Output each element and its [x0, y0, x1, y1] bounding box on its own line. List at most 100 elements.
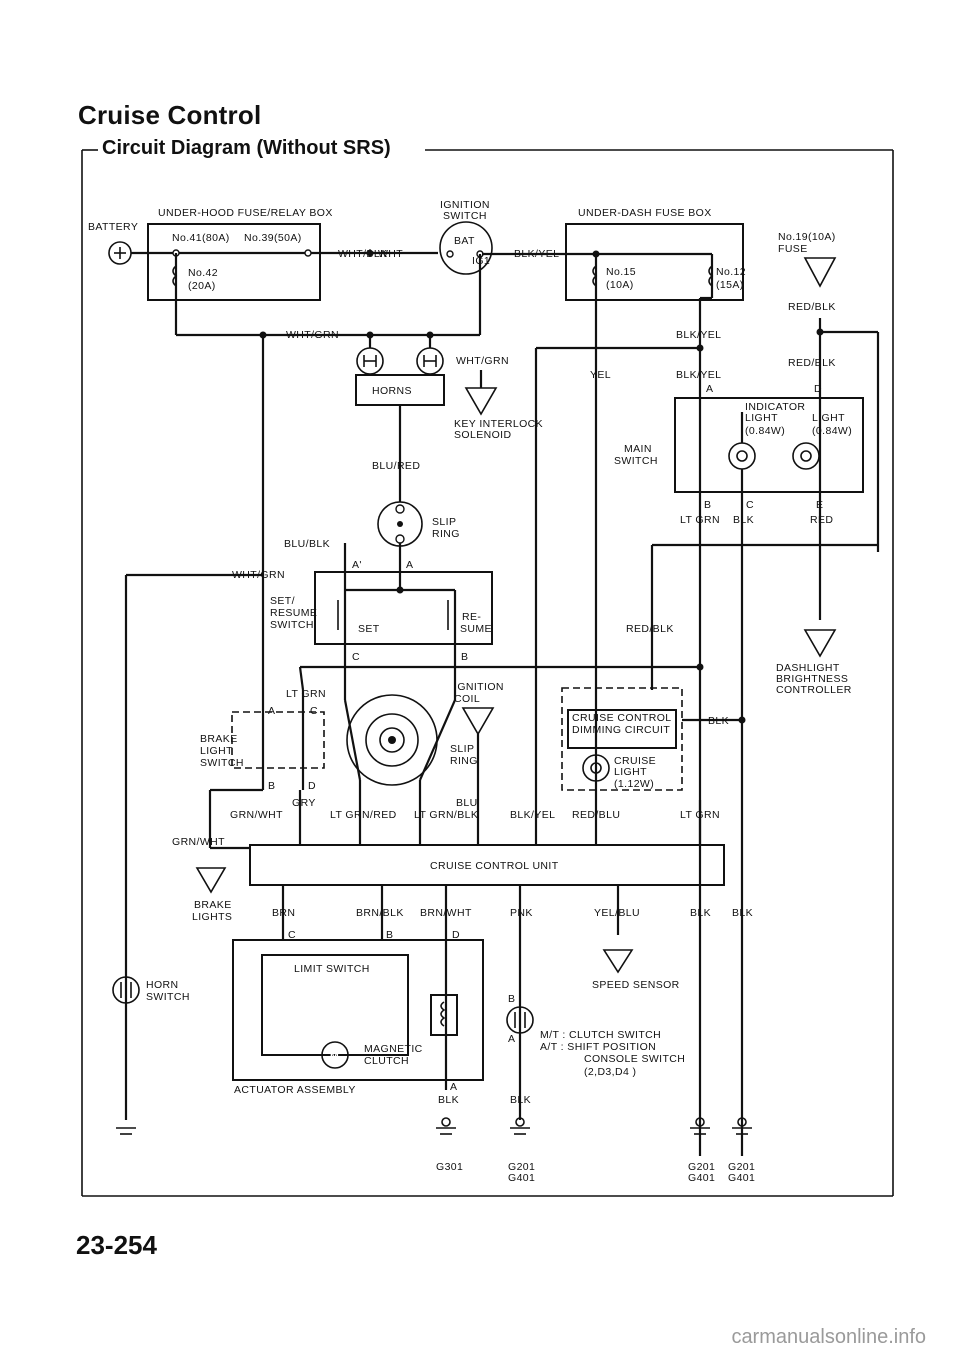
pin-d-label: D: [814, 383, 822, 395]
pin-b2: B: [461, 651, 468, 663]
brake-switch-label-3: SWITCH: [200, 757, 244, 769]
wire-brn: BRN: [272, 907, 295, 919]
wire-lt-grn-1: LT GRN: [680, 514, 720, 526]
wire-grn-wht-1: GRN/WHT: [230, 809, 283, 821]
wire-blk-5: BLK: [438, 1094, 459, 1106]
dashlight-label-2: BRIGHTNESS: [776, 673, 848, 685]
cc-unit-label: CRUISE CONTROL UNIT: [430, 860, 559, 872]
actuator-assembly: [232, 939, 484, 1081]
wire-brn-wht: BRN/WHT: [420, 907, 472, 919]
slip-ring-label: SLIP: [432, 516, 456, 528]
pin-b5: B: [508, 993, 515, 1005]
set-resume-label-3: SWITCH: [270, 619, 314, 631]
dashlight-controller-symbol: [803, 629, 837, 658]
light-dash: [792, 442, 820, 470]
wire-red: RED: [810, 514, 833, 526]
ground-g401-label-1: G401: [508, 1172, 535, 1184]
wire-blu-blk: BLU/BLK: [284, 538, 330, 550]
brake-switch-label-2: LIGHT: [200, 745, 233, 757]
fuse-39-label: No.39(50A): [244, 232, 302, 244]
cruise-light-label-2: LIGHT: [614, 766, 647, 778]
ground-g301: [436, 1117, 456, 1135]
light-label: LIGHT: [812, 412, 845, 424]
clutch-switch: [506, 1006, 534, 1034]
bat-label: BAT: [454, 235, 475, 247]
battery-symbol: [108, 241, 132, 265]
page-number: 23-254: [76, 1230, 157, 1260]
ignition-switch-label-2: SWITCH: [443, 210, 487, 222]
brake-lights-label: BRAKE: [194, 899, 232, 911]
pin-d4: D: [452, 929, 460, 941]
motor: [321, 1041, 349, 1069]
pin-c2: C: [352, 651, 360, 663]
wire-red-blk-1: RED/BLK: [788, 301, 836, 313]
limit-switch-block: [261, 954, 409, 1056]
indicator-light: [728, 442, 756, 470]
ground-g201-label-3: G201: [728, 1161, 755, 1173]
pin-c4: C: [288, 929, 296, 941]
set-resume-label-2: RESUME: [270, 607, 317, 619]
pin-b4: B: [386, 929, 393, 941]
battery-label: BATTERY: [88, 221, 138, 233]
slip-ring: [377, 501, 423, 547]
at-note: A/T : SHIFT POSITION: [540, 1041, 656, 1053]
underdash-fuse-box: [565, 223, 744, 301]
ccdim-label-2: DIMMING CIRCUIT: [572, 724, 670, 736]
pin-b-label: B: [704, 499, 711, 511]
wire-blk-3: BLK: [690, 907, 711, 919]
wire-wht-blk: WHT/BLK: [338, 248, 387, 260]
ground-g401-label-3: G401: [728, 1172, 755, 1184]
brake-lights-symbol: [195, 867, 227, 894]
main-switch-indicator-box: [674, 397, 864, 493]
horn-switch: [112, 976, 140, 1004]
pin-b3: B: [268, 780, 275, 792]
ground-g201-a: [510, 1117, 530, 1135]
fuse-15-label: No.15: [606, 266, 636, 278]
fuse-12-label: No.12: [716, 266, 746, 278]
ground-g201-label-1: G201: [508, 1161, 535, 1173]
ground-g401-label-2: G401: [688, 1172, 715, 1184]
wire-blk-1: BLK: [733, 514, 754, 526]
diagram-frame: [81, 149, 894, 1197]
cruise-light-label: CRUISE: [614, 755, 656, 767]
cruise-control-unit: [249, 844, 725, 886]
speed-sensor-label: SPEED SENSOR: [592, 979, 680, 991]
ground-horn: [116, 1127, 136, 1135]
wire-wht-grn-2: WHT/GRN: [456, 355, 509, 367]
wire-lt-grn-2: LT GRN: [286, 688, 326, 700]
set-label: SET: [358, 623, 380, 635]
indicator-label: INDICATOR: [745, 401, 805, 413]
wire-red-blu: RED/BLU: [572, 809, 620, 821]
horns-label: HORNS: [372, 385, 412, 397]
brake-lights-label-2: LIGHTS: [192, 911, 232, 923]
ignition-switch-label: IGNITION: [440, 199, 490, 211]
actuator-label: ACTUATOR ASSEMBLY: [234, 1084, 356, 1096]
pin-a-label: A: [706, 383, 713, 395]
page-subtitle: Circuit Diagram (Without SRS): [102, 137, 397, 160]
ground-g201-label-2: G201: [688, 1161, 715, 1173]
wire-lt-grn-3: LT GRN: [680, 809, 720, 821]
main-switch-label: MAIN: [624, 443, 652, 455]
pin-a3: A: [268, 705, 275, 717]
wire-blk-yel-4: BLK/YEL: [510, 809, 555, 821]
ignition-coil-symbol: [461, 707, 495, 736]
re-label: RE-: [462, 611, 481, 623]
fuse-19-label: No.19(10A): [778, 231, 836, 243]
wire-blk-2: BLK: [708, 715, 729, 727]
cruise-light: [582, 754, 610, 782]
key-interlock-label-2: SOLENOID: [454, 429, 511, 441]
wire-red-blk-2: RED/BLK: [788, 357, 836, 369]
magnetic-label-2: CLUTCH: [364, 1055, 409, 1067]
ccdim-label: CRUISE CONTROL: [572, 712, 672, 724]
brake-switch-label: BRAKE: [200, 733, 238, 745]
brake-light-switch: [231, 711, 325, 769]
slip-ring-label-2: RING: [432, 528, 460, 540]
sume-label: SUME: [460, 623, 492, 635]
pin-a6: A: [450, 1081, 457, 1093]
cruise-light-rating: (1.12W): [614, 778, 654, 790]
wire-blu-red: BLU/RED: [372, 460, 420, 472]
ground-g201-c: [732, 1117, 752, 1135]
wire-blk-4: BLK: [732, 907, 753, 919]
ignition-coil-label-2: COIL: [454, 693, 480, 705]
